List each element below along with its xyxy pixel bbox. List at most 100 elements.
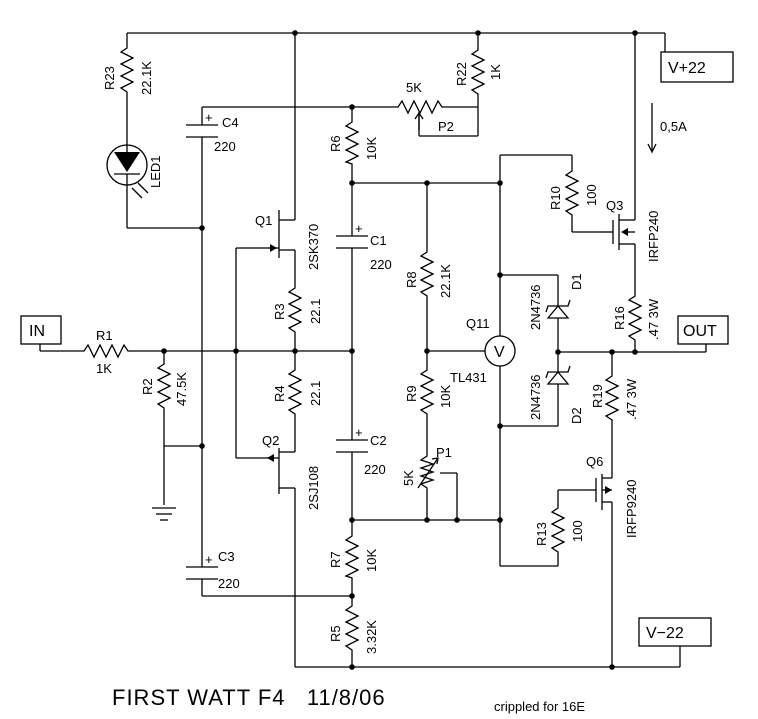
r13-ref: R13 [534, 522, 549, 546]
r16-ref: R16 [612, 306, 627, 330]
c1-value: 220 [370, 257, 392, 272]
r2-value: 47.5K [174, 372, 189, 406]
r6: R6 10K [328, 116, 379, 166]
svg-text:+: + [355, 425, 363, 440]
q2-part: 2SJ108 [306, 466, 321, 510]
r3-value: 22.1 [308, 299, 323, 324]
q6-ref: Q6 [586, 454, 603, 469]
r13-value: 100 [570, 520, 585, 542]
q2: Q2 2SJ108 [262, 433, 321, 510]
svg-text:+: + [205, 110, 213, 125]
r5: R5 3.32K [328, 600, 379, 654]
c3-value: 220 [218, 576, 240, 591]
q11-ref: Q11 [466, 316, 490, 331]
r5-value: 3.32K [364, 620, 379, 654]
current-label: 0,5A [660, 119, 687, 134]
r9: R9 10K [404, 364, 453, 416]
r10-ref: R10 [548, 186, 563, 210]
d1-part: 2N4736 [528, 284, 543, 330]
q3-ref: Q3 [606, 198, 623, 213]
r10: R10 100 [548, 165, 599, 220]
d2-ref: D2 [569, 407, 584, 424]
r22-ref: R22 [454, 62, 469, 86]
r22-value: 1K [488, 64, 503, 80]
r9-value: 10K [438, 385, 453, 408]
q6: Q6 IRFP9240 [586, 454, 639, 538]
led1-ref: LED1 [148, 155, 163, 188]
port-vneg-label: V−22 [646, 625, 684, 642]
r7: R7 10K [328, 530, 379, 580]
port-vpos: V+22 [660, 51, 734, 83]
c4: + C4 220 [186, 110, 239, 154]
c4-value: 220 [214, 139, 236, 154]
q2-ref: Q2 [262, 433, 279, 448]
r3-ref: R3 [272, 303, 287, 320]
port-in: IN [20, 315, 62, 345]
svg-text:+: + [205, 552, 213, 567]
r8: R8 22.1K [404, 246, 453, 300]
port-vpos-label: V+22 [668, 60, 706, 77]
r2: R2 47.5K [140, 358, 189, 410]
r16-value: .47 3W [646, 298, 661, 340]
port-vneg: V−22 [638, 617, 712, 647]
r6-value: 10K [364, 137, 379, 160]
port-in-label: IN [29, 323, 45, 340]
q3: Q3 IRFP240 [600, 198, 661, 262]
c2-ref: C2 [370, 433, 387, 448]
r8-value: 22.1K [438, 264, 453, 298]
q1-part: 2SK370 [306, 224, 321, 270]
p1: P1 5K [401, 445, 452, 492]
q1-ref: Q1 [255, 213, 272, 228]
r19: R19 .47 3W [590, 370, 639, 422]
r1-value: 1K [96, 361, 112, 376]
d1: D1 2N4736 [528, 273, 584, 330]
port-out: OUT [677, 315, 729, 345]
r23-ref: R23 [102, 66, 117, 90]
r2-ref: R2 [140, 378, 155, 395]
r23: R23 22.1K [102, 42, 154, 96]
p2-value: 5K [406, 80, 422, 95]
r1: R1 1K [78, 328, 130, 376]
c1: + C1 220 [336, 221, 392, 272]
r23-value: 22.1K [139, 61, 154, 95]
r7-ref: R7 [328, 551, 343, 568]
q1: Q1 2SK370 [255, 210, 321, 270]
c4-ref: C4 [222, 115, 239, 130]
p1-ref: P1 [436, 445, 452, 460]
r1-ref: R1 [96, 328, 113, 343]
q3-part: IRFP240 [646, 211, 661, 262]
r10-value: 100 [584, 184, 599, 206]
svg-text:+: + [355, 221, 363, 236]
d2-part: 2N4736 [528, 374, 543, 420]
schematic-title: FIRST WATT F4 11/8/06 [112, 685, 386, 710]
c2-value: 220 [364, 462, 386, 477]
c3: + C3 220 [186, 549, 240, 591]
schematic-note: crippled for 16E [494, 699, 585, 714]
p2: 5K P2 [392, 80, 454, 134]
port-out-label: OUT [683, 323, 717, 340]
r22: R22 1K [454, 44, 503, 96]
q11-symbol: V [494, 344, 505, 361]
q6-part: IRFP9240 [624, 479, 639, 538]
r7-value: 10K [364, 549, 379, 572]
r4: R4 22.1 [272, 364, 323, 420]
r9-ref: R9 [404, 385, 419, 402]
r6-ref: R6 [328, 135, 343, 152]
r13: R13 100 [534, 502, 585, 556]
d1-ref: D1 [569, 273, 584, 290]
r4-ref: R4 [272, 385, 287, 402]
r4-value: 22.1 [308, 381, 323, 406]
r8-ref: R8 [404, 271, 419, 288]
c1-ref: C1 [370, 233, 387, 248]
junctions [161, 30, 638, 670]
q11-part: TL431 [450, 370, 487, 385]
c3-ref: C3 [218, 549, 235, 564]
r3: R3 22.1 [272, 282, 323, 340]
r16: R16 .47 3W [612, 290, 661, 342]
p1-value: 5K [401, 470, 416, 486]
r19-ref: R19 [590, 384, 605, 408]
q11: V Q11 TL431 [450, 316, 516, 385]
r19-value: .47 3W [624, 378, 639, 420]
p2-ref: P2 [438, 119, 454, 134]
